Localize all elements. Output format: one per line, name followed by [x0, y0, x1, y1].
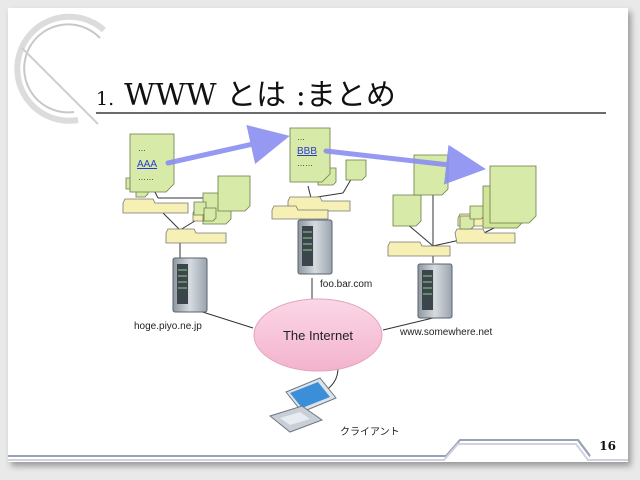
slide: 1. WWW とは :まとめ	[8, 8, 628, 462]
document	[203, 207, 217, 222]
document	[345, 159, 367, 181]
document	[217, 175, 251, 212]
folder	[122, 198, 189, 214]
doc-bbb-dots-top: …	[297, 133, 305, 142]
folder	[387, 241, 451, 257]
server-label-hoge: hoge.piyo.ne.jp	[134, 321, 202, 332]
folder	[165, 228, 227, 244]
title-number: 1.	[96, 88, 115, 110]
internet-label: The Internet	[283, 328, 353, 343]
document	[392, 194, 422, 227]
doc-bbb-link[interactable]: BBB	[297, 146, 317, 157]
internet-cloud	[253, 298, 383, 372]
title-text: WWW とは :まとめ	[124, 78, 396, 113]
server-somewhere	[417, 263, 453, 319]
title-underline	[96, 112, 606, 114]
slide-title: 1. WWW とは :まとめ	[96, 70, 396, 114]
server-hoge	[172, 257, 208, 313]
laptop-icon	[268, 377, 337, 433]
hyperlink-arrows	[165, 125, 486, 185]
www-diagram: … AAA …… … BBB ……	[122, 125, 537, 438]
document-aaa: … AAA ……	[129, 133, 175, 193]
server-label-foo: foo.bar.com	[320, 279, 372, 290]
doc-bbb-dots-bottom: ……	[297, 159, 313, 168]
document-bbb: … BBB ……	[289, 127, 331, 183]
folder	[454, 228, 516, 244]
client-label: クライアント	[340, 426, 400, 438]
document	[489, 165, 537, 224]
page-number: 16	[599, 439, 616, 453]
doc-aaa-dots-bottom: ……	[138, 173, 154, 182]
folder	[271, 205, 329, 220]
server-foo	[297, 219, 333, 275]
doc-aaa-dots-top: …	[138, 144, 146, 153]
doc-aaa-link[interactable]: AAA	[137, 159, 157, 170]
slide-decoration	[8, 13, 628, 461]
server-label-somewhere: www.somewhere.net	[399, 327, 492, 338]
document	[469, 205, 485, 220]
